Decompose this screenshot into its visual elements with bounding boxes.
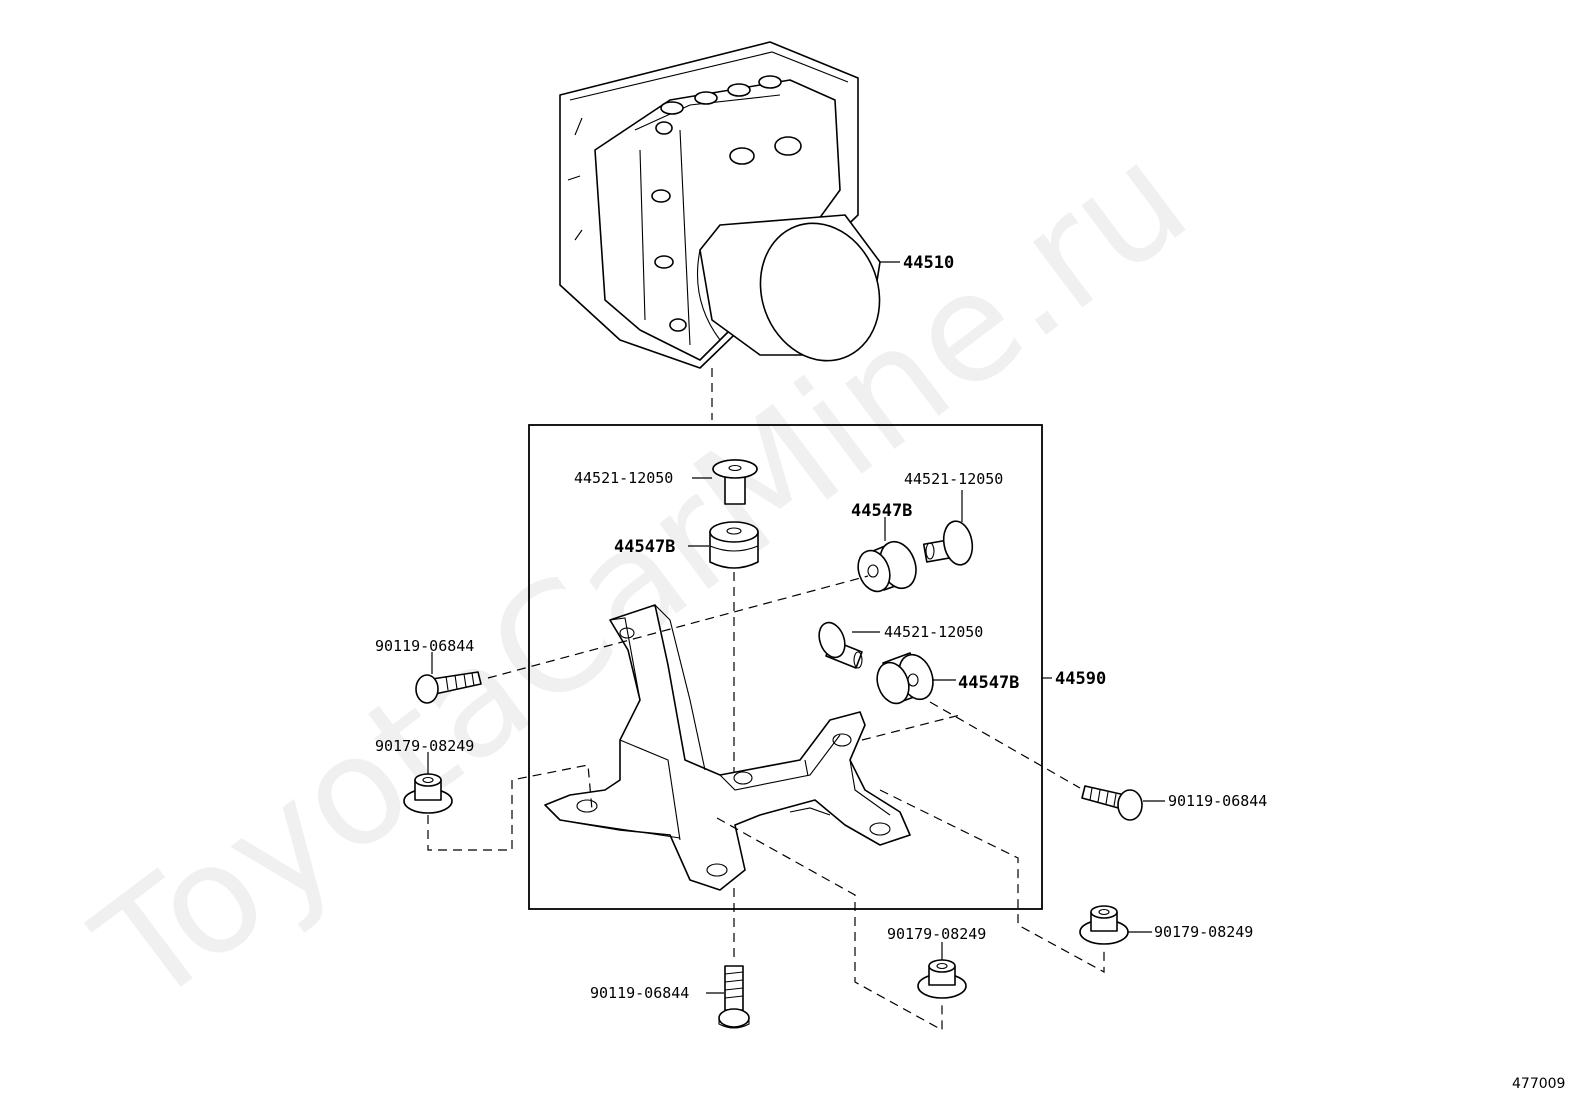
- label-44590: 44590: [1055, 669, 1106, 689]
- screw-right[interactable]: [1081, 785, 1143, 821]
- port-fittings: [651, 75, 802, 332]
- mounting-bracket[interactable]: [544, 604, 911, 891]
- label-nut-left: 90179-08249: [375, 737, 474, 755]
- nut-bottom[interactable]: [917, 959, 967, 999]
- diagram-ref-number: 477009: [1512, 1076, 1565, 1092]
- screw-bottom[interactable]: [718, 965, 750, 1029]
- collar-bolt-right[interactable]: [922, 519, 976, 567]
- label-collar-bolt-top: 44521-12050: [574, 469, 673, 487]
- label-cushion-right: 44547B: [851, 501, 912, 521]
- label-screw-left: 90119-06844: [375, 637, 474, 655]
- assembly-frame-44590: [528, 424, 1043, 910]
- label-screw-right: 90119-06844: [1168, 792, 1267, 810]
- abs-actuator[interactable]: [559, 41, 898, 378]
- label-nut-bottom: 90179-08249: [887, 925, 986, 943]
- label-44510: 44510: [903, 253, 954, 273]
- label-cushion-mid: 44547B: [958, 673, 1019, 693]
- label-collar-bolt-mid: 44521-12050: [884, 623, 983, 641]
- screw-left[interactable]: [415, 671, 482, 704]
- label-cushion-left: 44547B: [614, 537, 675, 557]
- label-nut-right: 90179-08249: [1154, 923, 1253, 941]
- nut-right[interactable]: [1079, 905, 1129, 945]
- collar-bolt-top[interactable]: [712, 459, 758, 505]
- cushion-mid[interactable]: [872, 650, 939, 708]
- cushion-right[interactable]: [853, 537, 922, 596]
- label-screw-bottom: 90119-06844: [590, 984, 689, 1002]
- nut-left[interactable]: [403, 773, 453, 814]
- label-collar-bolt-right: 44521-12050: [904, 470, 1003, 488]
- cushion-top[interactable]: [709, 521, 759, 569]
- collar-bolt-mid[interactable]: [815, 619, 863, 669]
